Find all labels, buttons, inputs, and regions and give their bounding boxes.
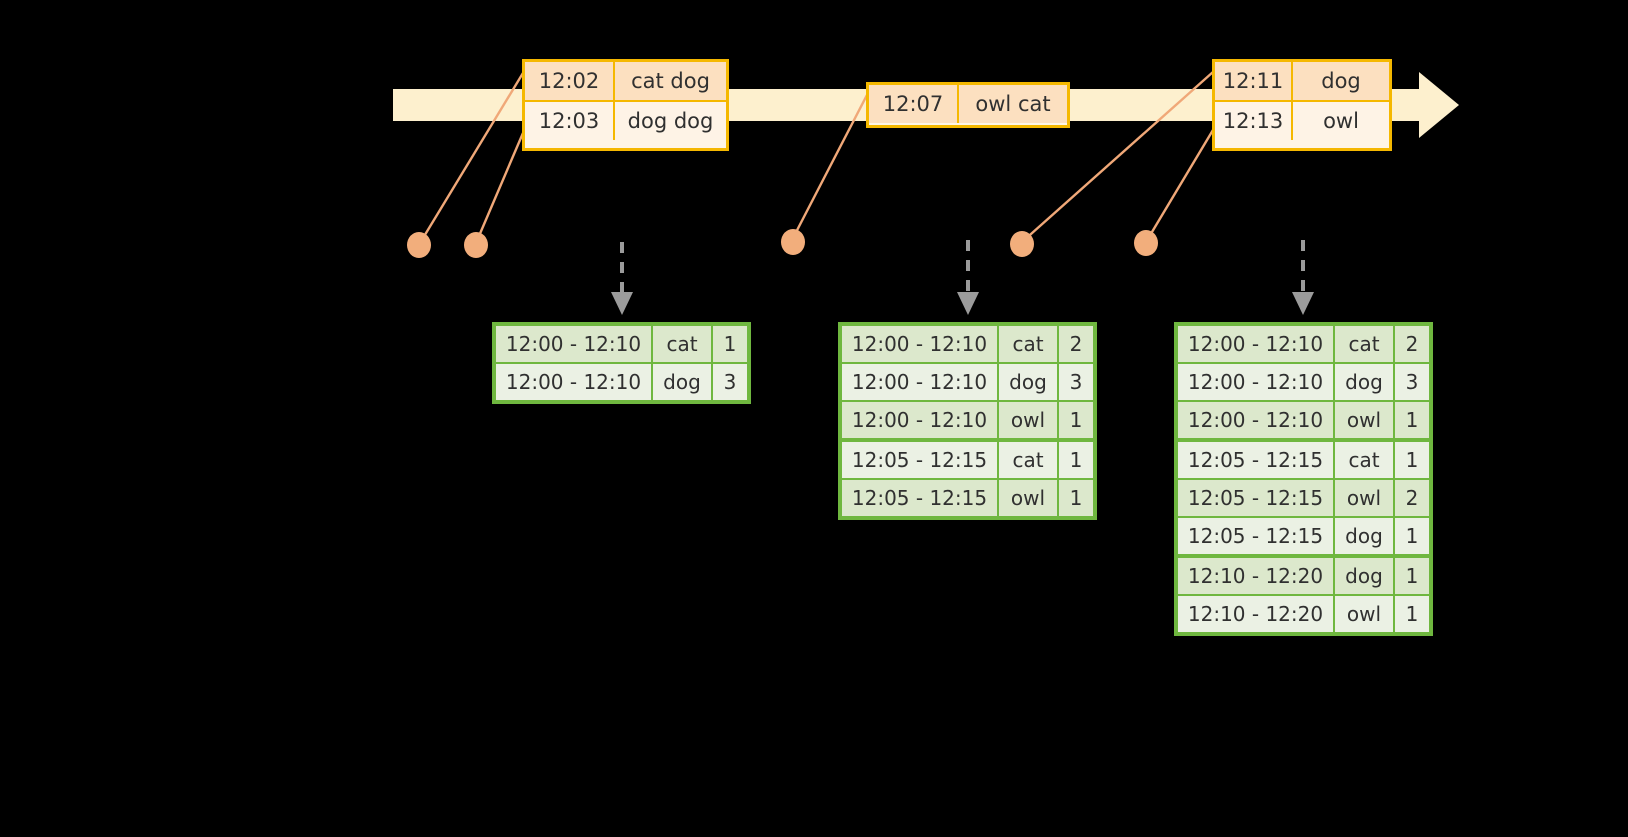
cell-count: 1 bbox=[1395, 558, 1429, 594]
cell-word: owl bbox=[1335, 480, 1393, 516]
cell-word: owl bbox=[999, 402, 1057, 438]
cell-window: 12:05 - 12:15 bbox=[1178, 518, 1333, 554]
cell-window: 12:00 - 12:10 bbox=[842, 402, 997, 438]
cell-word: dog bbox=[999, 364, 1057, 400]
cell-window: 12:05 - 12:15 bbox=[1178, 480, 1333, 516]
cell-word: dog bbox=[1335, 558, 1393, 594]
cell-count: 1 bbox=[1395, 596, 1429, 632]
cell-word: owl bbox=[1335, 402, 1393, 438]
event-source-dots bbox=[407, 229, 1158, 258]
event-row[interactable]: 12:13 owl bbox=[1215, 102, 1389, 140]
cell-window: 12:00 - 12:10 bbox=[842, 364, 997, 400]
event-dot-5 bbox=[1134, 230, 1158, 256]
event-box-3[interactable]: 12:11 dog 12:13 owl bbox=[1212, 59, 1392, 151]
cell-word: cat bbox=[653, 326, 711, 362]
event-words: owl cat bbox=[959, 85, 1067, 123]
event-time: 12:02 bbox=[525, 62, 615, 100]
cell-count: 2 bbox=[1395, 480, 1429, 516]
event-words: owl bbox=[1293, 102, 1389, 140]
cell-window: 12:00 - 12:10 bbox=[1178, 402, 1333, 438]
cell-window: 12:00 - 12:10 bbox=[1178, 326, 1333, 362]
cell-window: 12:00 - 12:10 bbox=[842, 326, 997, 362]
cell-count: 3 bbox=[1395, 364, 1429, 400]
cell-word: cat bbox=[999, 326, 1057, 362]
emit-arrows bbox=[620, 240, 1305, 292]
cell-window: 12:10 - 12:20 bbox=[1178, 558, 1333, 594]
cell-word: cat bbox=[1335, 442, 1393, 478]
cell-count: 1 bbox=[1395, 518, 1429, 554]
event-row[interactable]: 12:11 dog bbox=[1215, 62, 1389, 102]
cell-count: 1 bbox=[1395, 442, 1429, 478]
cell-word: dog bbox=[653, 364, 711, 400]
cell-window: 12:00 - 12:10 bbox=[496, 364, 651, 400]
event-row[interactable]: 12:03 dog dog bbox=[525, 102, 726, 140]
cell-word: cat bbox=[1335, 326, 1393, 362]
event-row[interactable]: 12:07 owl cat bbox=[869, 85, 1067, 123]
event-dot-4 bbox=[1010, 231, 1034, 257]
event-time: 12:11 bbox=[1215, 62, 1293, 100]
cell-count: 1 bbox=[1059, 480, 1093, 516]
cell-word: dog bbox=[1335, 518, 1393, 554]
cell-word: owl bbox=[999, 480, 1057, 516]
cell-window: 12:00 - 12:10 bbox=[1178, 364, 1333, 400]
cell-count: 2 bbox=[1395, 326, 1429, 362]
cell-count: 1 bbox=[713, 326, 747, 362]
event-time: 12:03 bbox=[525, 102, 615, 140]
cell-count: 1 bbox=[1059, 442, 1093, 478]
event-words: dog bbox=[1293, 62, 1389, 100]
cell-count: 3 bbox=[1059, 364, 1093, 400]
cell-count: 1 bbox=[1395, 402, 1429, 438]
cell-window: 12:10 - 12:20 bbox=[1178, 596, 1333, 632]
cell-word: dog bbox=[1335, 364, 1393, 400]
event-words: dog dog bbox=[615, 102, 726, 140]
event-dot-3 bbox=[781, 229, 805, 255]
event-box-2[interactable]: 12:07 owl cat bbox=[866, 82, 1070, 128]
event-dot-2 bbox=[464, 232, 488, 258]
event-time: 12:07 bbox=[869, 85, 959, 123]
cell-word: cat bbox=[999, 442, 1057, 478]
cell-window: 12:05 - 12:15 bbox=[842, 480, 997, 516]
event-dot-1 bbox=[407, 232, 431, 258]
cell-count: 1 bbox=[1059, 402, 1093, 438]
event-time: 12:13 bbox=[1215, 102, 1293, 140]
cell-count: 2 bbox=[1059, 326, 1093, 362]
event-box-1[interactable]: 12:02 cat dog 12:03 dog dog bbox=[522, 59, 729, 151]
event-row[interactable]: 12:02 cat dog bbox=[525, 62, 726, 102]
cell-count: 3 bbox=[713, 364, 747, 400]
emit-arrowheads bbox=[611, 292, 1314, 315]
cell-word: owl bbox=[1335, 596, 1393, 632]
cell-window: 12:00 - 12:10 bbox=[496, 326, 651, 362]
event-words: cat dog bbox=[615, 62, 726, 100]
cell-window: 12:05 - 12:15 bbox=[842, 442, 997, 478]
cell-window: 12:05 - 12:15 bbox=[1178, 442, 1333, 478]
